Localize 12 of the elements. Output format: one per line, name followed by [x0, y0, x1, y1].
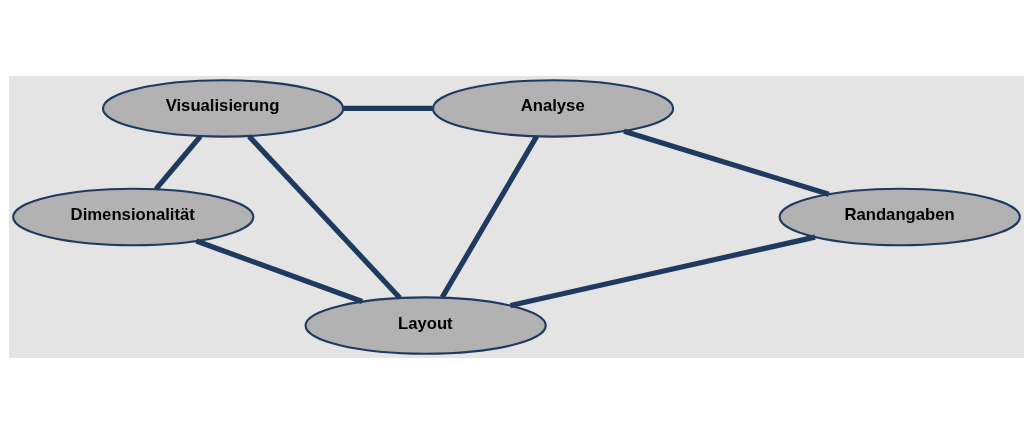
connector: [153, 134, 202, 191]
node-ellipse: Analyse: [431, 78, 674, 138]
node-ellipse: Dimensionalität: [11, 187, 254, 246]
node-ellipse: Layout: [304, 295, 547, 355]
connector: [246, 134, 402, 300]
connector: [194, 238, 363, 304]
connector: [439, 134, 539, 299]
node-ellipse: Randangaben: [778, 187, 1021, 246]
node-ellipse: Visualisierung: [101, 78, 344, 138]
connector: [509, 234, 816, 308]
connector: [622, 128, 830, 197]
connector: [342, 105, 433, 111]
